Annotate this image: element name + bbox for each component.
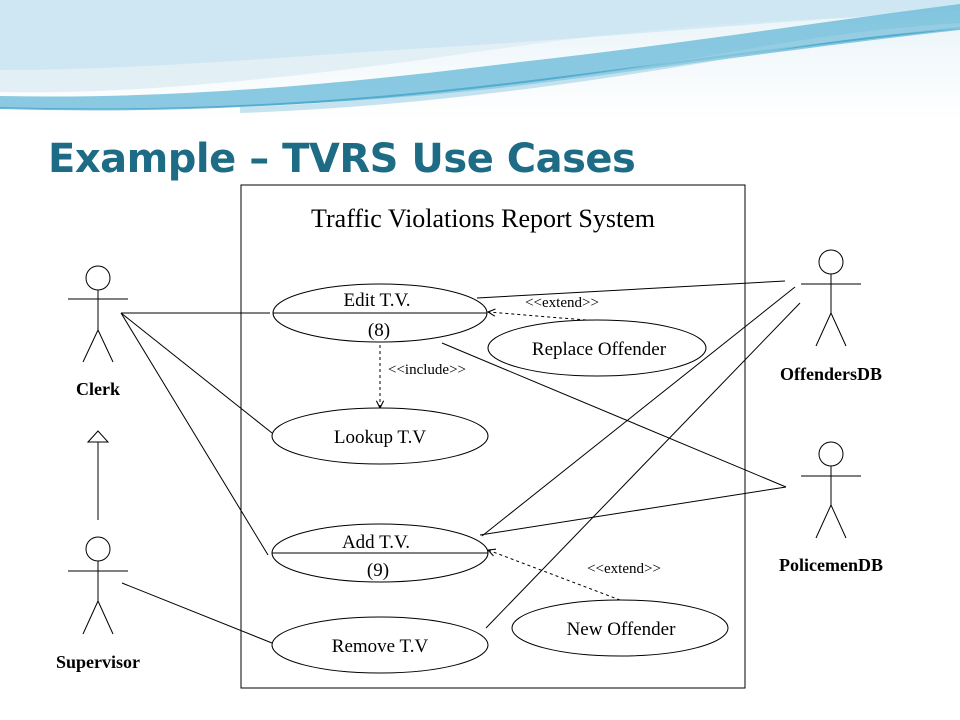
assoc-edit-policemendb	[441, 342, 787, 488]
generalization-arrowhead	[86, 430, 110, 443]
stick-figure-head-icon	[818, 249, 844, 275]
use-case-ellipse	[271, 407, 489, 465]
assoc-add-offendersdb	[481, 286, 796, 537]
use-case-number: (8)	[368, 320, 390, 341]
dependency-lines	[380, 312, 621, 601]
association-lines	[97, 280, 801, 644]
assoc-add-policemendb	[479, 486, 787, 536]
actor-label-policemendb: PolicemenDB	[779, 555, 883, 575]
assoc-edit-offendersdb	[476, 280, 786, 299]
use-case-label: Remove T.V	[332, 636, 429, 657]
stereotype-extend-top: <<extend>>	[525, 295, 599, 311]
extend-replace-to-edit	[488, 312, 599, 322]
actor-label-offendersdb: OffendersDB	[780, 364, 882, 384]
actor-clerk	[68, 265, 128, 363]
stereotype-extend-bottom: <<extend>>	[587, 561, 661, 577]
use-case-label: Add T.V.	[342, 532, 410, 553]
use-case-label: Edit T.V.	[343, 290, 410, 311]
use-case-label: Replace Offender	[532, 339, 667, 360]
wave-header-decoration	[0, 0, 960, 120]
system-name: Traffic Violations Report System	[311, 204, 655, 233]
stick-figure-head-icon	[818, 441, 844, 467]
use-case-label: New Offender	[567, 619, 677, 640]
actor-supervisor	[68, 536, 128, 635]
use-case-ellipse	[487, 319, 707, 377]
actor-offendersdb	[801, 249, 861, 347]
use-case-new-offender: New Offender	[511, 599, 729, 657]
stick-figure-head-icon	[85, 265, 111, 291]
stick-figure-head-icon	[85, 536, 111, 562]
actor-label-clerk: Clerk	[76, 379, 120, 399]
use-case-ellipse	[271, 616, 489, 674]
use-case-ellipse	[511, 599, 729, 657]
assoc-clerk-add	[120, 312, 269, 556]
stereotype-include: <<include>>	[388, 362, 466, 378]
actor-label-supervisor: Supervisor	[56, 652, 140, 672]
use-case-label: Lookup T.V	[334, 427, 426, 448]
page-title: Example – TVRS Use Cases	[48, 136, 636, 182]
assoc-supervisor-remove	[121, 582, 273, 644]
use-case-edit-tv: Edit T.V. (8)	[272, 283, 488, 343]
assoc-remove-offendersdb	[485, 302, 801, 629]
use-case-number: (9)	[367, 560, 389, 581]
system-boundary	[240, 184, 746, 689]
use-case-replace-offender: Replace Offender	[487, 319, 707, 377]
use-case-lookup-tv: Lookup T.V	[271, 407, 489, 465]
use-case-add-tv: Add T.V. (9)	[271, 523, 489, 583]
assoc-clerk-lookup	[120, 312, 273, 434]
actor-policemendb	[801, 441, 861, 539]
use-case-remove-tv: Remove T.V	[271, 616, 489, 674]
